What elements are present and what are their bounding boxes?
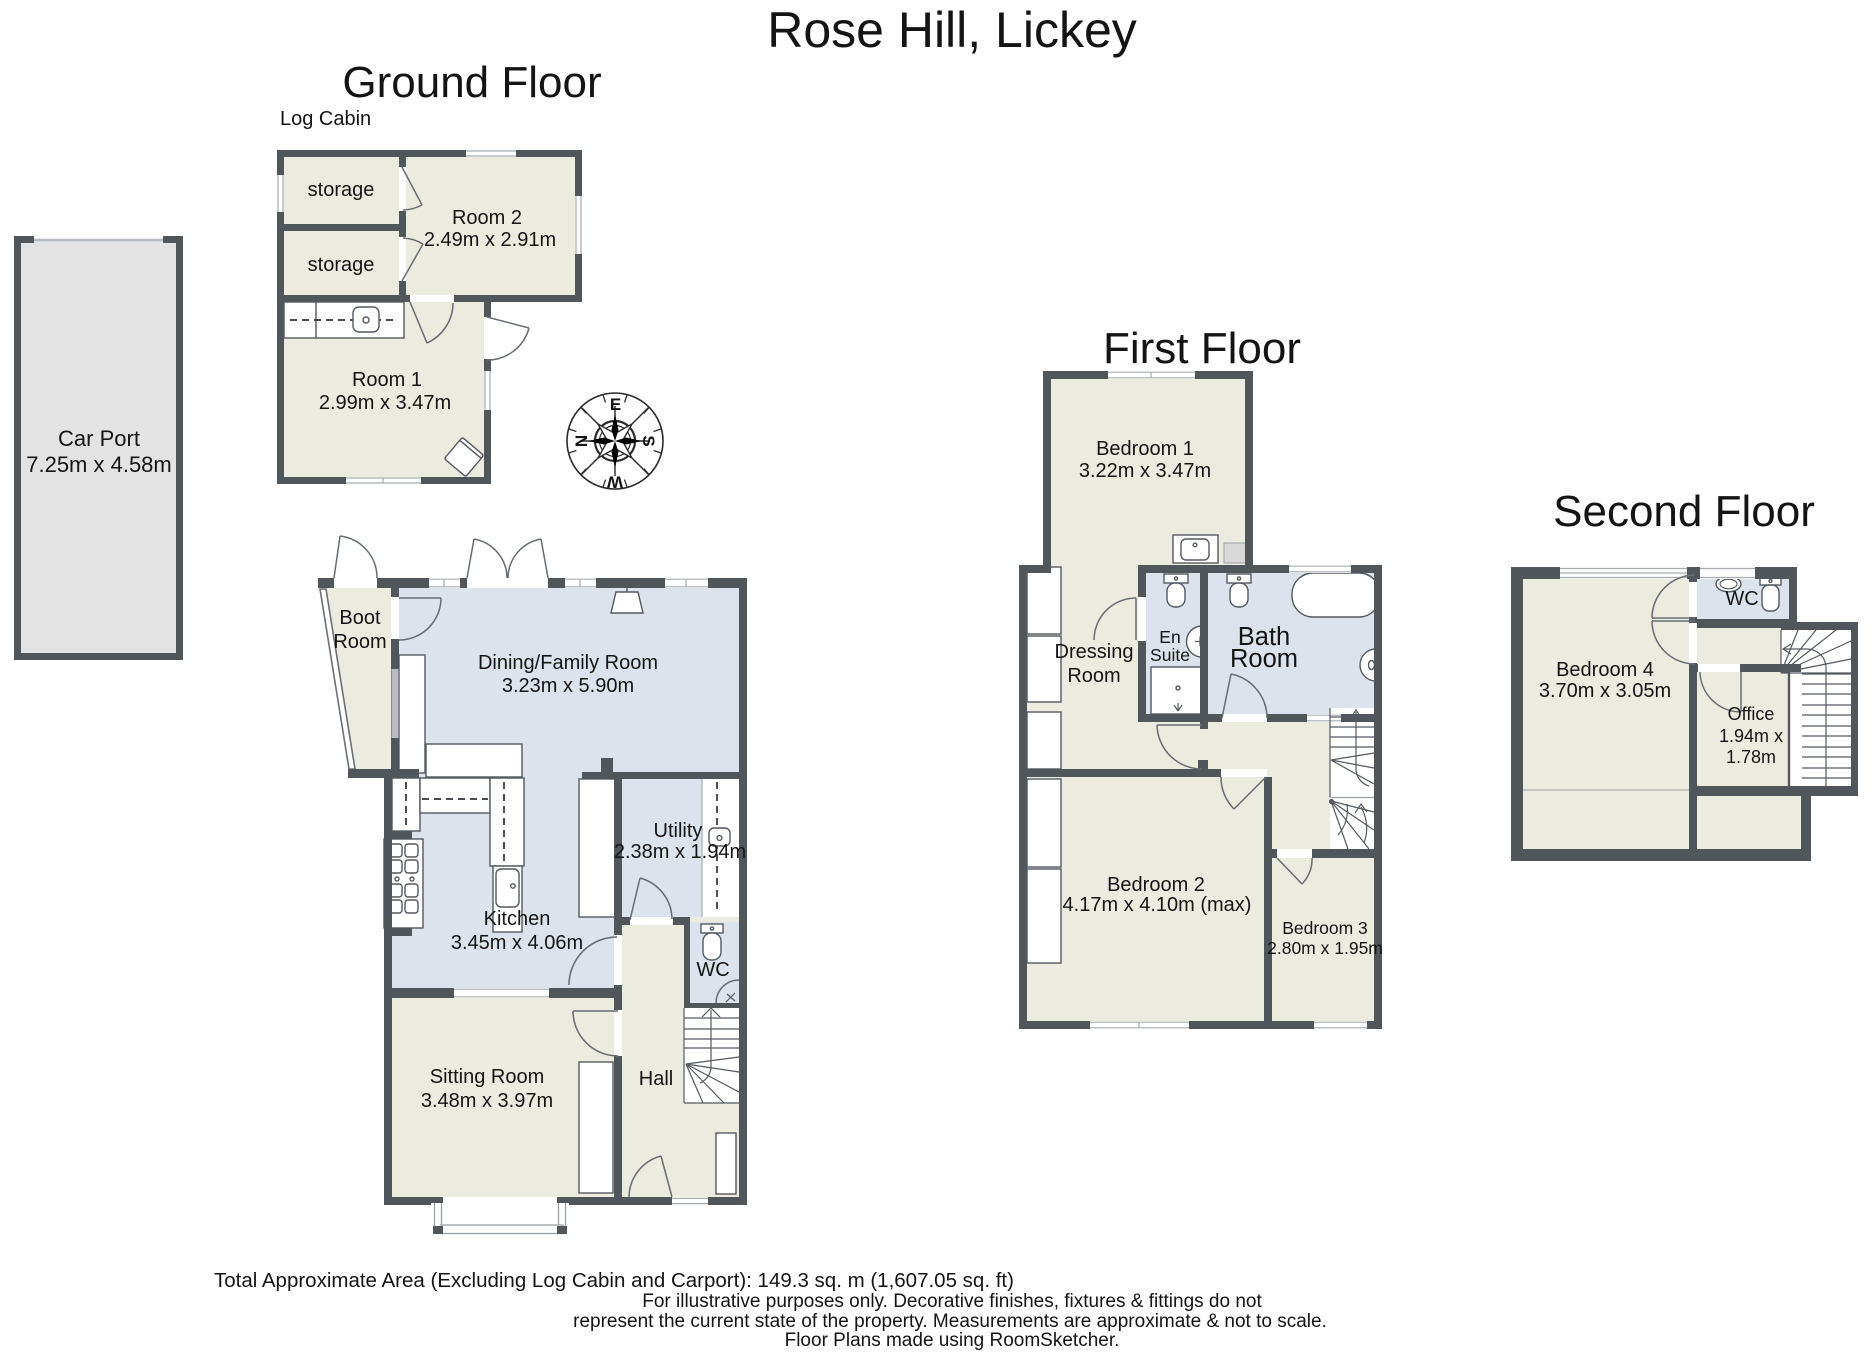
- svg-text:Second Floor: Second Floor: [1553, 487, 1815, 536]
- svg-text:N: N: [572, 435, 591, 447]
- svg-text:E: E: [610, 395, 621, 414]
- svg-text:2.38m x 1.94m: 2.38m x 1.94m: [614, 841, 746, 863]
- svg-text:Room 2: Room 2: [452, 207, 522, 229]
- svg-text:Kitchen: Kitchen: [484, 908, 551, 930]
- svg-text:3.48m x 3.97m: 3.48m x 3.97m: [421, 1090, 553, 1112]
- svg-text:Dining/Family Room: Dining/Family Room: [478, 652, 658, 674]
- svg-text:represent the current state of: represent the current state of the prope…: [573, 1311, 1327, 1332]
- svg-text:Log Cabin: Log Cabin: [280, 108, 371, 130]
- svg-text:3.23m x 5.90m: 3.23m x 5.90m: [502, 675, 634, 697]
- svg-text:Car Port: Car Port: [58, 426, 140, 451]
- svg-text:Boot: Boot: [339, 607, 381, 629]
- svg-text:2.80m x 1.95m: 2.80m x 1.95m: [1267, 938, 1383, 958]
- svg-text:First Floor: First Floor: [1103, 324, 1301, 373]
- svg-text:Bath: Bath: [1238, 623, 1290, 651]
- svg-text:WC: WC: [1725, 588, 1758, 610]
- svg-text:W: W: [606, 473, 623, 492]
- svg-text:Bedroom 4: Bedroom 4: [1556, 659, 1654, 681]
- svg-text:1.78m: 1.78m: [1726, 747, 1776, 767]
- svg-text:3.45m x 4.06m: 3.45m x 4.06m: [451, 932, 583, 954]
- svg-text:Sitting Room: Sitting Room: [430, 1066, 545, 1088]
- svg-text:Suite: Suite: [1150, 645, 1190, 665]
- svg-text:Room: Room: [333, 631, 386, 653]
- svg-text:Room: Room: [1067, 665, 1120, 687]
- svg-text:WC: WC: [696, 959, 729, 981]
- svg-text:Room 1: Room 1: [352, 369, 422, 391]
- svg-text:Room: Room: [1230, 645, 1298, 673]
- svg-text:3.22m x 3.47m: 3.22m x 3.47m: [1079, 460, 1211, 482]
- svg-text:3.70m x 3.05m: 3.70m x 3.05m: [1539, 680, 1671, 702]
- svg-text:4.17m x 4.10m (max): 4.17m x 4.10m (max): [1063, 894, 1252, 916]
- svg-text:storage: storage: [308, 254, 375, 276]
- svg-text:En: En: [1159, 627, 1180, 647]
- svg-text:Office: Office: [1728, 704, 1775, 724]
- svg-text:storage: storage: [308, 179, 375, 201]
- svg-text:Hall: Hall: [639, 1068, 673, 1090]
- svg-text:Ground Floor: Ground Floor: [342, 58, 601, 107]
- svg-text:1.94m x: 1.94m x: [1719, 726, 1783, 746]
- svg-text:Floor Plans made using RoomSke: Floor Plans made using RoomSketcher.: [785, 1330, 1120, 1351]
- svg-text:Bedroom 3: Bedroom 3: [1282, 918, 1368, 938]
- svg-text:2.99m x 3.47m: 2.99m x 3.47m: [319, 392, 451, 414]
- svg-text:Total Approximate Area (Exclud: Total Approximate Area (Excluding Log Ca…: [214, 1269, 1014, 1292]
- svg-text:2.49m x 2.91m: 2.49m x 2.91m: [424, 229, 556, 251]
- svg-text:For illustrative purposes only: For illustrative purposes only. Decorati…: [642, 1291, 1262, 1312]
- svg-text:Utility: Utility: [654, 820, 703, 842]
- svg-text:Bedroom 1: Bedroom 1: [1096, 438, 1194, 460]
- svg-text:Dressing: Dressing: [1055, 641, 1134, 663]
- svg-text:Bedroom 2: Bedroom 2: [1107, 874, 1205, 896]
- svg-text:7.25m x 4.58m: 7.25m x 4.58m: [26, 452, 172, 477]
- svg-text:S: S: [639, 435, 658, 446]
- svg-text:Rose Hill, Lickey: Rose Hill, Lickey: [767, 2, 1137, 58]
